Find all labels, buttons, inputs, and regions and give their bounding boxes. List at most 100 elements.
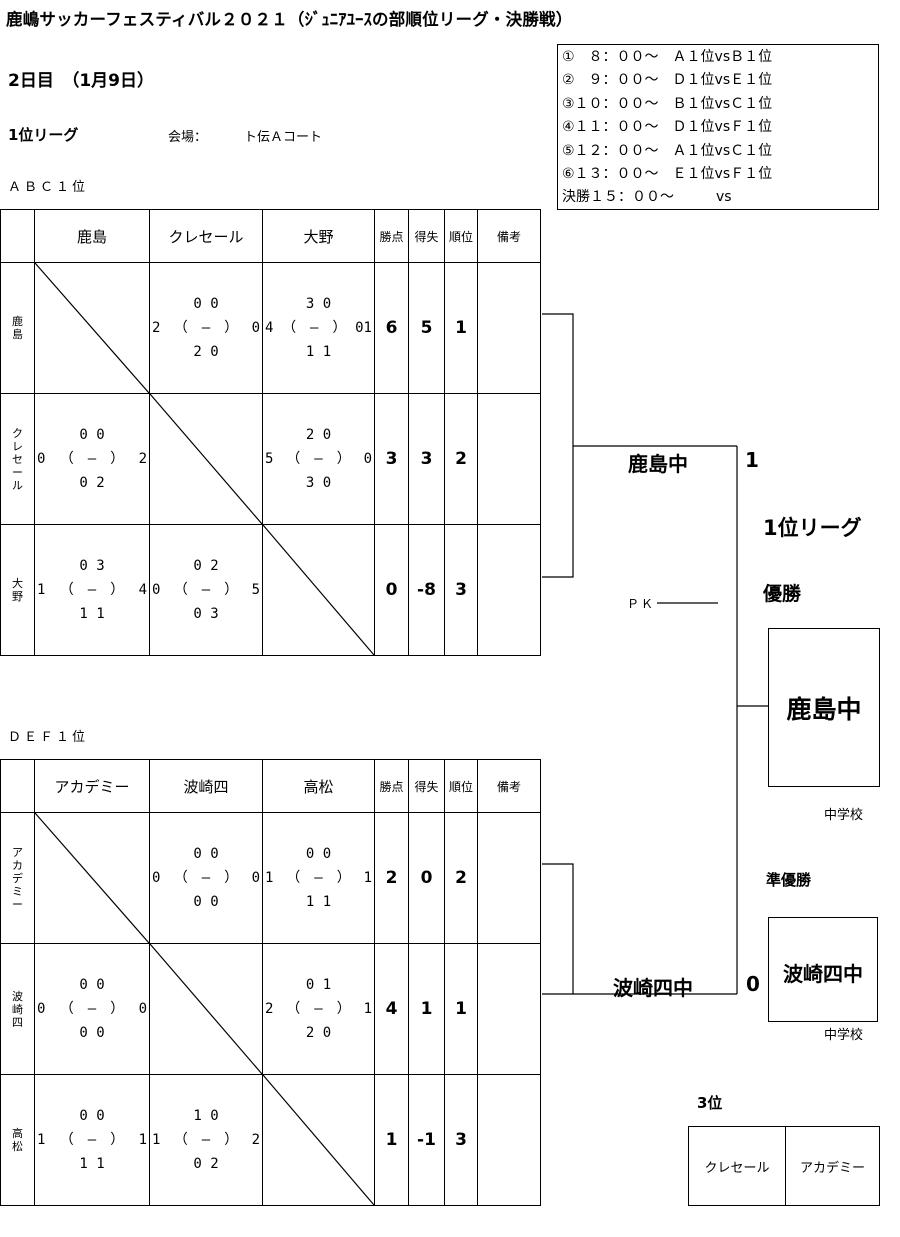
- half-score-top: 0 0: [305, 846, 332, 862]
- score-dash: （ — ）: [286, 870, 351, 886]
- row-team-name: 波崎四: [0, 943, 35, 1075]
- column-header: 波崎四: [149, 759, 263, 813]
- total-score-left: 0: [152, 582, 161, 598]
- score-line: 1（ — ）4: [35, 578, 149, 602]
- points-cell: 1: [374, 1074, 409, 1206]
- score-line: 1（ — ）1: [263, 866, 374, 890]
- half-score-bottom: 1 1: [79, 606, 105, 622]
- rank-cell: 2: [444, 393, 478, 525]
- half-score-top: 0 0: [79, 427, 105, 443]
- goal-diff-cell: 1: [408, 943, 445, 1075]
- runnerup-sub: 中学校: [824, 1028, 864, 1043]
- score-dash: （ — ）: [282, 320, 347, 336]
- champion-sub: 中学校: [824, 808, 864, 823]
- points-cell: 2: [374, 812, 409, 944]
- final-league-title: 1位リーグ: [763, 516, 862, 540]
- half-score-top: 0 0: [193, 846, 219, 862]
- league-heading: 1位リーグ: [8, 126, 79, 144]
- points-cell: 4: [374, 943, 409, 1075]
- score-cell: 0 0 2（ — ）0 2 0: [149, 262, 263, 394]
- score-line: 2（ — ）1: [263, 997, 374, 1021]
- score-line: 0（ — ）2: [35, 447, 149, 471]
- total-score-right: 1: [363, 870, 372, 886]
- corner-cell: [0, 209, 35, 263]
- total-score-left: 0: [37, 451, 46, 467]
- final-team-2: 波崎四中: [613, 976, 693, 1000]
- venue-name: ト伝Ａコート: [244, 130, 323, 145]
- diagonal-slash: [35, 263, 149, 393]
- rank-cell: 2: [444, 812, 478, 944]
- column-header: 鹿島: [34, 209, 150, 263]
- column-header: 大野: [262, 209, 375, 263]
- schedule-row: ④１１：００～ Ｄ１位vsＦ１位: [562, 119, 773, 136]
- schedule-row: 決勝１５：００～ vs: [562, 189, 732, 206]
- goal-diff-cell: 5: [408, 262, 445, 394]
- score-line: 2（ — ）0: [150, 316, 262, 340]
- runnerup-name: 波崎四中: [783, 962, 863, 986]
- total-score-left: 2: [265, 1001, 274, 1017]
- row-team-name: 鹿島: [0, 262, 35, 394]
- champion-box: 鹿島中: [768, 628, 880, 787]
- total-score-right: 2: [251, 1132, 260, 1148]
- self-match-cell: [149, 943, 263, 1075]
- half-score-top: 3 0: [305, 296, 332, 312]
- total-score-right: 1: [138, 1132, 147, 1148]
- total-score-left: 0: [152, 870, 161, 886]
- row-team-name: クレセール: [0, 393, 35, 525]
- remarks-cell: [477, 1074, 541, 1206]
- final-score-1: 1: [745, 448, 759, 472]
- score-line: 1（ — ）2: [150, 1128, 262, 1152]
- score-dash: （ — ）: [59, 582, 125, 598]
- page-title: 鹿嶋サッカーフェスティバル２０２１（ｼﾞｭﾆｱﾕｰｽの部順位リーグ・決勝戦）: [6, 10, 573, 29]
- points-cell: 3: [374, 393, 409, 525]
- score-dash: （ — ）: [59, 1132, 125, 1148]
- third-box: クレセール アカデミー: [688, 1126, 880, 1206]
- half-score-bottom: 0 3: [193, 606, 219, 622]
- champion-name: 鹿島中: [786, 694, 862, 724]
- remarks-cell: [477, 812, 541, 944]
- half-score-top: 0 0: [193, 296, 219, 312]
- pk-label: ＰＫ: [627, 597, 656, 611]
- total-score-right: 0: [251, 870, 260, 886]
- rank-cell: 1: [444, 262, 478, 394]
- row-team-label: アカデミー: [12, 845, 23, 911]
- score-dash: （ — ）: [59, 1001, 125, 1017]
- schedule-box: ① ８：００～ Ａ１位vsＢ１位 ② ９：００～ Ｄ１位vsＥ１位 ③１０：００…: [557, 44, 879, 210]
- corner-cell: [0, 759, 35, 813]
- remarks-cell: [477, 524, 541, 656]
- half-score-bottom: 2 0: [193, 344, 219, 360]
- score-dash: （ — ）: [173, 582, 239, 598]
- final-team-1: 鹿島中: [628, 452, 688, 476]
- self-match-cell: [149, 393, 263, 525]
- schedule-row: ② ９：００～ Ｄ１位vsＥ１位: [562, 72, 773, 89]
- column-header: 順位: [444, 209, 478, 263]
- schedule-row: ③１０：００～ Ｂ１位vsＣ１位: [562, 95, 773, 112]
- remarks-cell: [477, 262, 541, 394]
- row-team-label: 高松: [12, 1127, 23, 1153]
- venue-label: 会場：: [168, 130, 208, 145]
- diagonal-slash: [150, 394, 262, 524]
- runnerup-box: 波崎四中: [768, 917, 878, 1022]
- rank-cell: 3: [444, 1074, 478, 1206]
- half-score-top: 0 1: [305, 977, 332, 993]
- half-score-bottom: 3 0: [305, 475, 332, 491]
- half-score-bottom: 0 0: [193, 894, 219, 910]
- total-score-right: 0: [251, 320, 260, 336]
- third-team-1: クレセール: [689, 1127, 786, 1205]
- total-score-right: 2: [138, 451, 147, 467]
- rank-cell: 3: [444, 524, 478, 656]
- score-line: 0（ — ）0: [35, 997, 149, 1021]
- column-header: 勝点: [374, 209, 409, 263]
- goal-diff-cell: 3: [408, 393, 445, 525]
- score-line: 0（ — ）5: [150, 578, 262, 602]
